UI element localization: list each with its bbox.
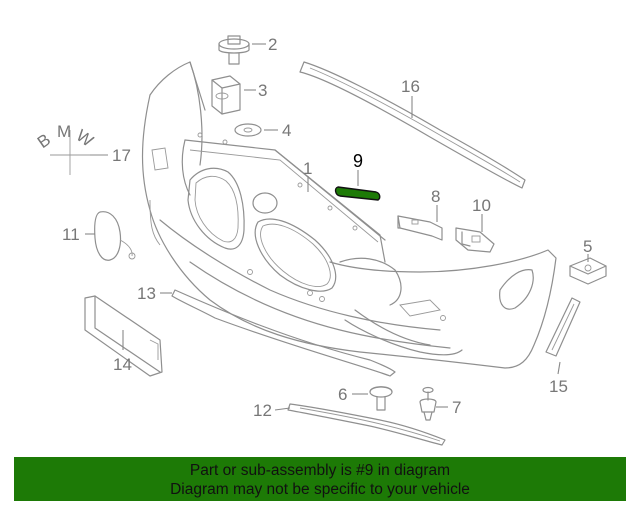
callout-2: 2 <box>268 35 277 54</box>
banner-line-1: Part or sub-assembly is #9 in diagram <box>189 462 451 479</box>
part-8-bracket <box>397 215 443 241</box>
svg-text:W: W <box>73 126 97 151</box>
svg-text:M: M <box>57 122 71 141</box>
svg-text:B: B <box>34 130 54 152</box>
part-2-bolt <box>218 35 250 65</box>
callout-15: 15 <box>549 377 568 396</box>
parts-diagram: B M W <box>34 35 607 446</box>
leader-lines <box>85 43 589 411</box>
callout-numbers: 1 2 3 4 5 6 7 8 9 10 11 12 13 14 15 16 1… <box>62 35 592 420</box>
banner-line-2: Diagram may not be specific to your vehi… <box>170 481 470 498</box>
part-9-trim-strip <box>334 186 381 201</box>
part-10-bracket <box>455 227 495 253</box>
callout-7: 7 <box>452 398 461 417</box>
bumper-cover <box>141 61 557 369</box>
callout-3: 3 <box>258 81 267 100</box>
part-14-plate-bracket <box>84 295 163 377</box>
callout-16: 16 <box>401 77 420 96</box>
part-11-tow-cap <box>94 211 136 261</box>
part-4-washer <box>234 123 262 137</box>
part-5-clip-nut <box>569 257 607 285</box>
callout-9: 9 <box>353 151 363 171</box>
callout-6: 6 <box>338 385 347 404</box>
part-15-side-reflector <box>545 297 581 357</box>
part-12-spoiler <box>287 403 446 446</box>
callout-12: 12 <box>253 401 272 420</box>
part-6-push-clip <box>369 386 393 411</box>
callout-13: 13 <box>137 284 156 303</box>
callout-14: 14 <box>113 355 132 374</box>
part-3-bracket <box>211 75 241 115</box>
callout-4: 4 <box>282 121 291 140</box>
callout-11: 11 <box>62 225 80 244</box>
callout-17: 17 <box>112 146 131 165</box>
info-banner: Part or sub-assembly is #9 in diagram Di… <box>14 457 626 501</box>
part-7-rivet <box>419 386 437 421</box>
callout-1: 1 <box>303 159 312 178</box>
part-16-upper-strip <box>299 61 526 189</box>
callout-10: 10 <box>472 196 491 215</box>
part-13-lower-strip <box>171 289 396 377</box>
callout-8: 8 <box>431 187 440 206</box>
part-17-bmw-emblem: B M W <box>34 122 97 175</box>
callout-5: 5 <box>583 237 592 256</box>
